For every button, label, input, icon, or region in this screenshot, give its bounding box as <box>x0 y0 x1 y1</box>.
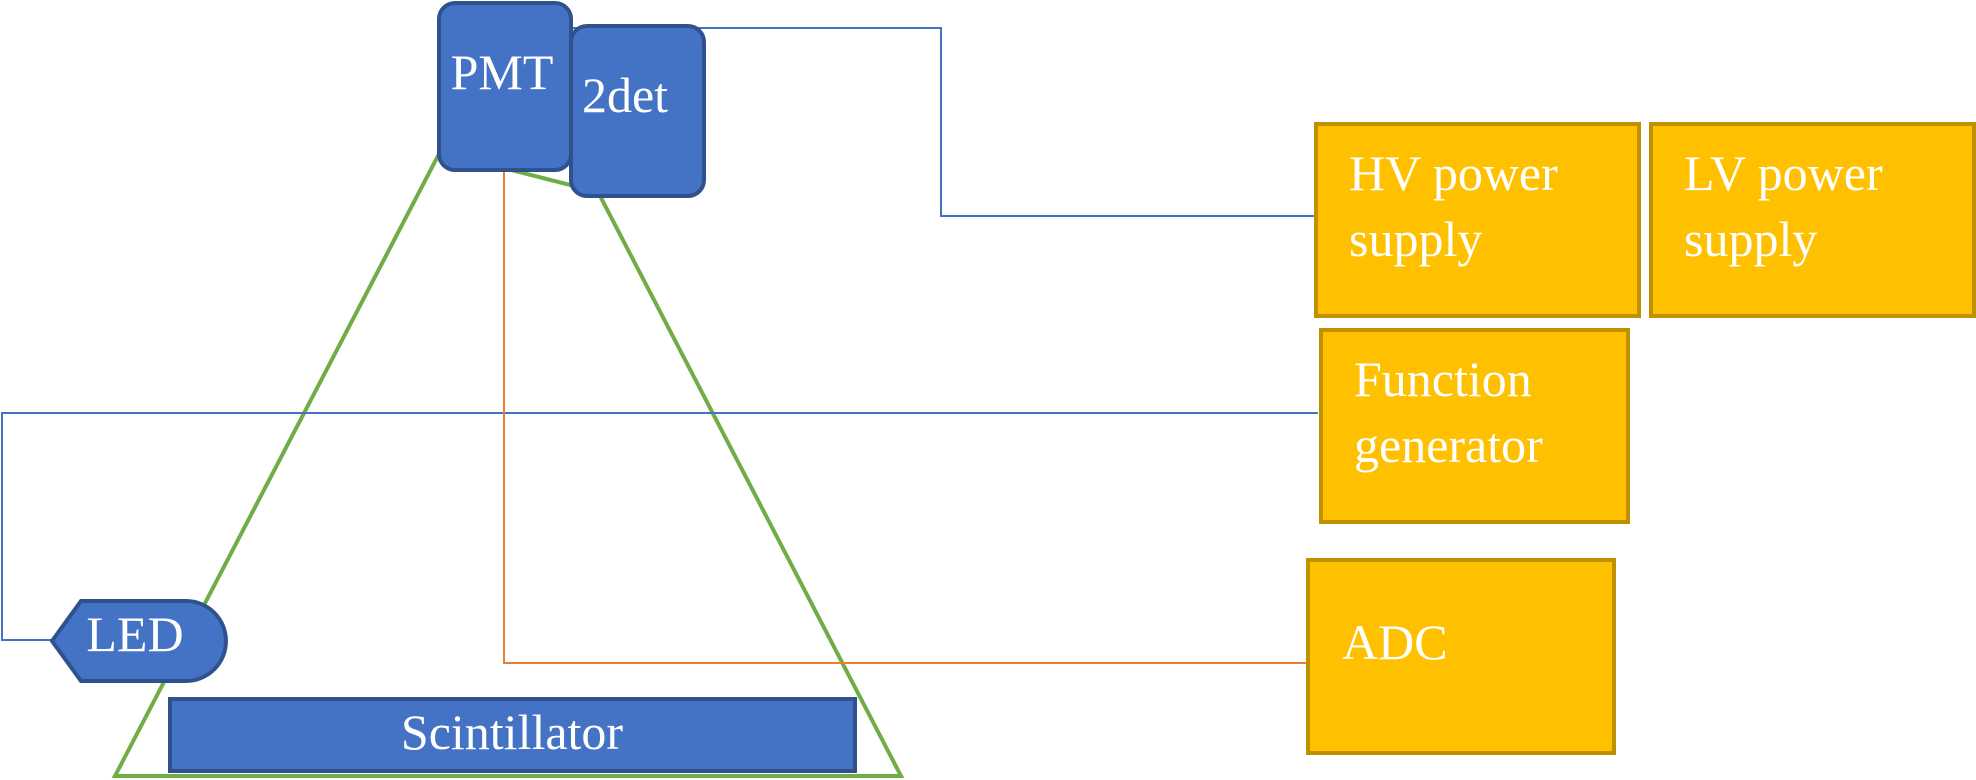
pmt-label: PMT <box>451 44 554 100</box>
adc-label: ADC <box>1342 614 1448 670</box>
hv-power-supply-label-line2: supply <box>1349 211 1482 267</box>
led-label: LED <box>86 606 183 662</box>
function-generator-label-line2: generator <box>1354 417 1543 473</box>
lv-power-supply-label-line1: LV power <box>1684 145 1883 201</box>
function-generator-box <box>1319 328 1630 524</box>
lv-power-supply-label-line2: supply <box>1684 211 1817 267</box>
pmt-signal-cable <box>503 170 1308 664</box>
scintillator-block <box>168 697 857 773</box>
pmt-box <box>437 1 573 172</box>
led-drive-cable <box>1 412 1318 641</box>
scintillator-label: Scintillator <box>401 704 624 760</box>
adc-box <box>1306 558 1616 755</box>
hv-cable <box>573 27 1314 217</box>
light-guide-outline <box>111 149 905 778</box>
second-detector-label: 2det <box>582 67 668 123</box>
hv-power-supply-label-line1: HV power <box>1349 145 1558 201</box>
hv-power-supply-box <box>1314 122 1641 318</box>
lv-power-supply-box <box>1649 122 1976 318</box>
function-generator-label-line1: Function <box>1354 351 1532 407</box>
led-shape <box>49 599 228 683</box>
